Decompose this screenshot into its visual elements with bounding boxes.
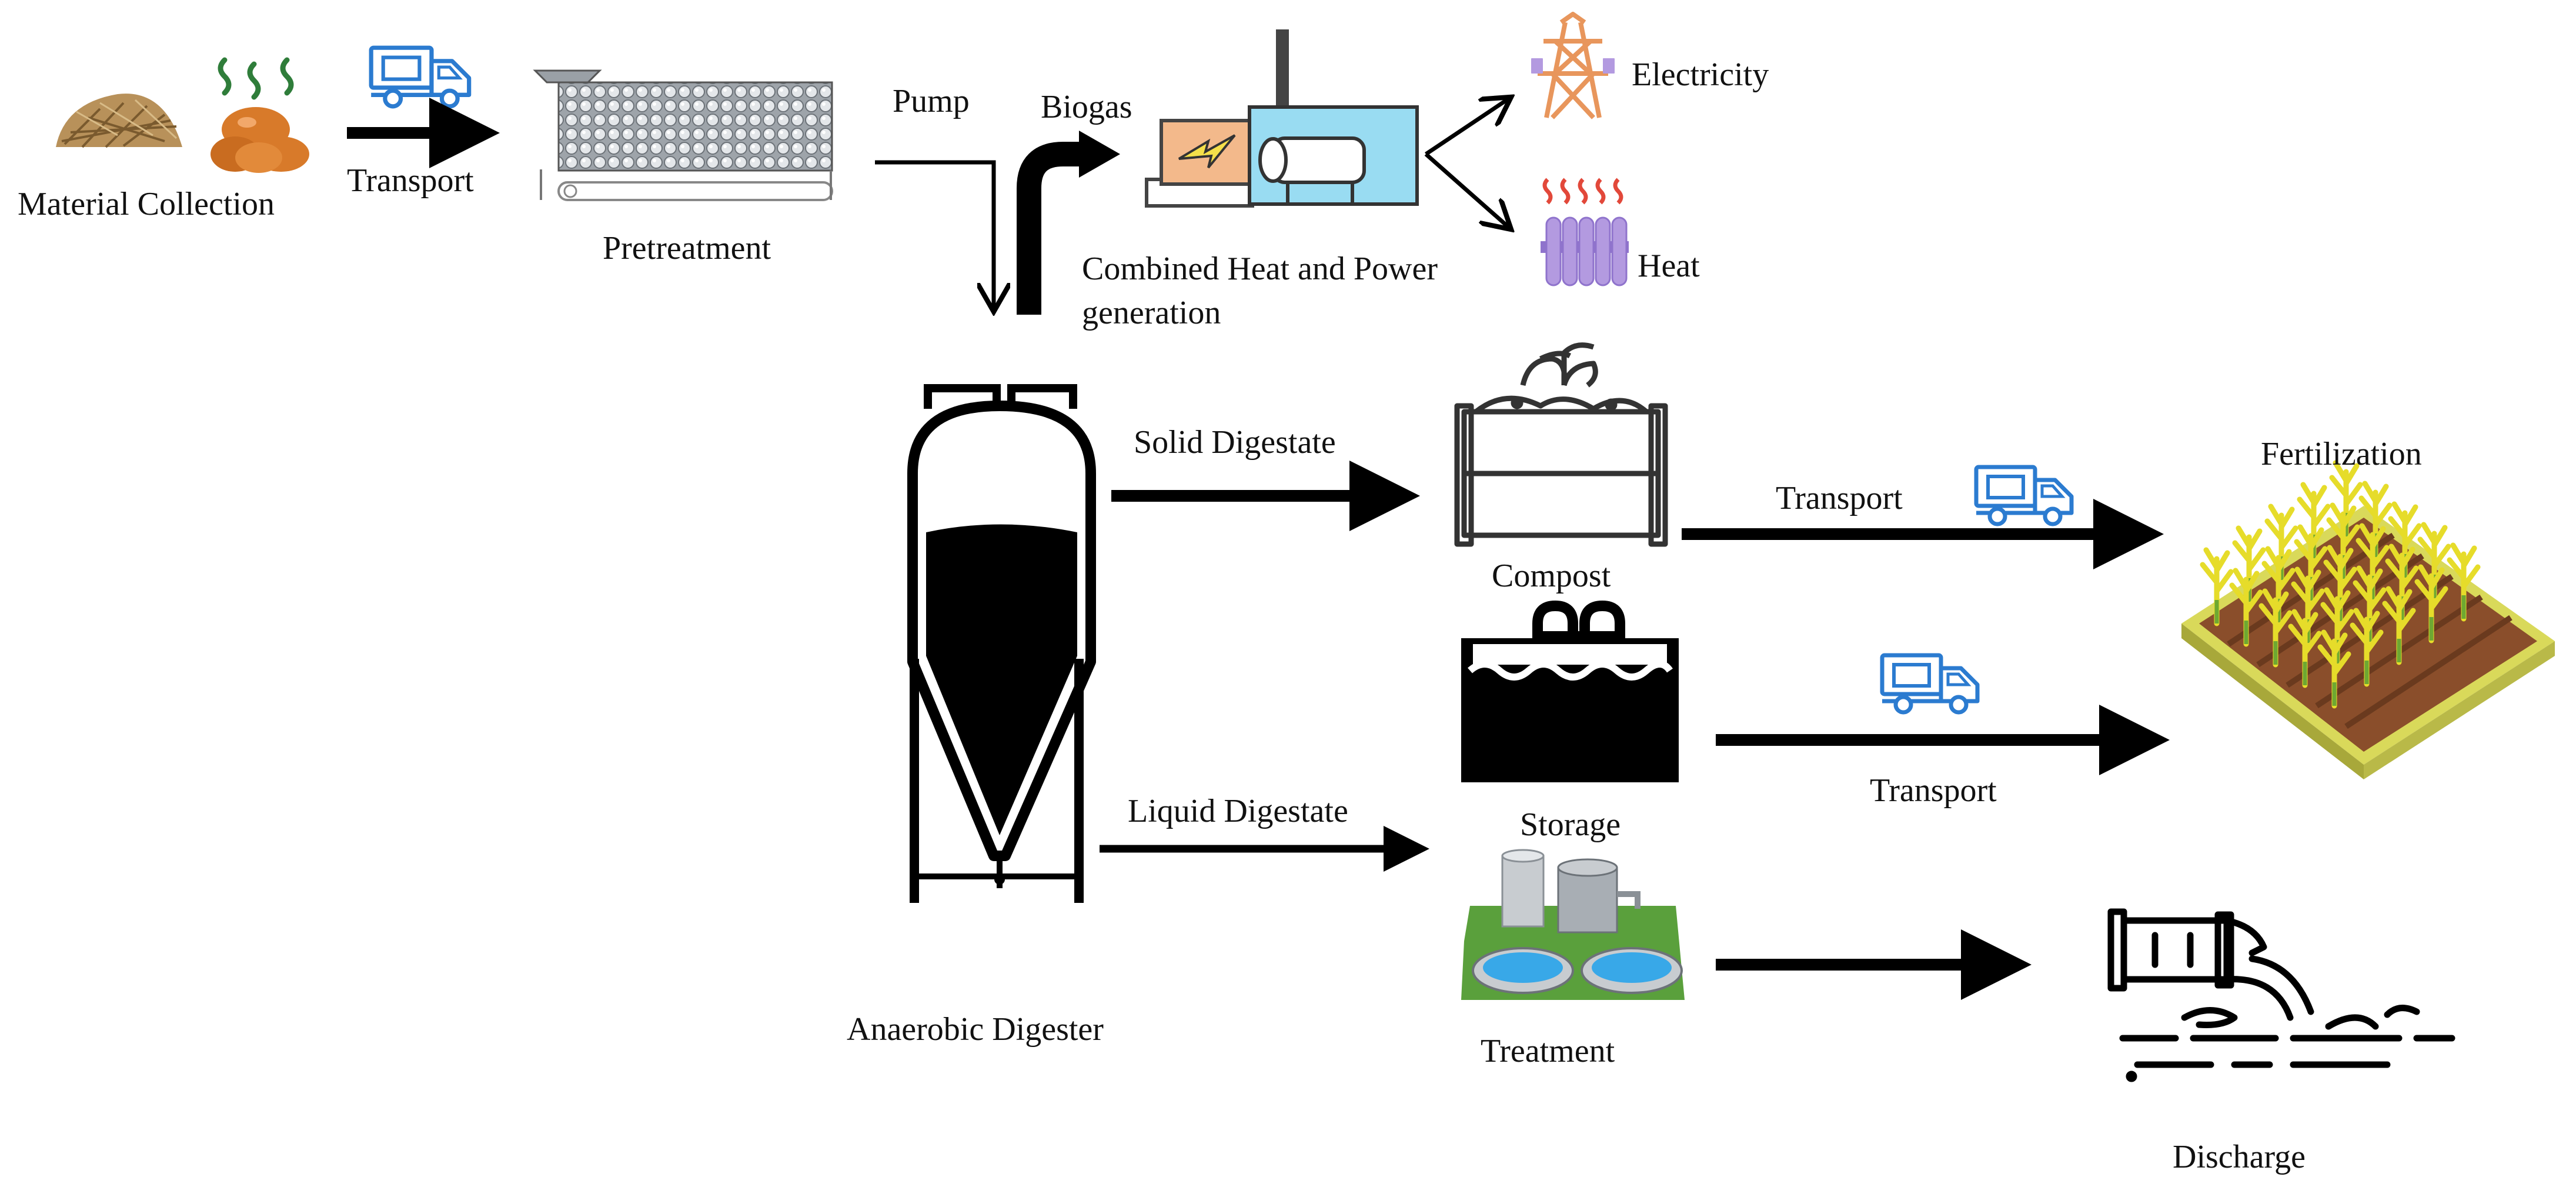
shredder-conveyor-icon [533,69,833,201]
delivery-truck-icon [1882,655,1977,712]
crop-plant [2294,524,2328,603]
crop-plants [2200,460,2481,709]
arrow-biogas-to-chp [1017,131,1120,315]
label-treatment: Treatment [1481,1033,1615,1069]
crop-plant [2447,542,2481,622]
radiator-icon [1541,178,1629,286]
treatment-plant-icon [1461,849,1685,1000]
label-transport-storage: Transport [1870,772,1997,809]
crop-plant [2229,568,2263,647]
compost-bin-icon [1454,342,1668,547]
crop-plant [2326,502,2360,582]
crop-plant [2323,545,2357,624]
crop-plant [2414,564,2448,643]
delivery-truck-icon [371,48,469,106]
crop-field-icon [2181,460,2555,779]
arrow-chp-to-heat [1424,152,1511,229]
label-discharge: Discharge [2173,1139,2306,1175]
crop-plant [2297,482,2331,561]
arrow-chp-to-electricity [1425,97,1511,156]
crop-plant [2264,504,2298,583]
label-solid-digestate: Solid Digestate [1134,424,1336,461]
digester-tank-icon [907,384,1096,903]
arrow-pump-to-digester [875,160,994,312]
power-pylon-icon [1531,12,1615,119]
crop-plant [2288,609,2322,688]
crop-plant [2356,523,2390,602]
crop-plant [2382,586,2416,665]
label-transport-compost: Transport [1776,480,1903,516]
label-compost: Compost [1492,558,1611,594]
crop-plant [2258,588,2293,668]
label-biogas: Biogas [1041,89,1132,125]
label-chp-line1: Combined Heat and Power [1082,251,1438,287]
label-electricity: Electricity [1632,56,1769,93]
discharge-pipe-icon [2107,908,2455,1082]
crop-plant [2329,460,2363,539]
label-heat: Heat [1638,248,1700,284]
crop-plant [2417,522,2451,601]
delivery-truck-icon [1976,467,2072,524]
crop-plant [2291,566,2325,646]
manure-icon [211,57,309,173]
straw-pile-icon [56,94,182,148]
crop-plant [2261,546,2296,625]
label-pretreatment: Pretreatment [603,230,771,266]
label-pump: Pump [893,83,970,119]
crop-plant [2358,481,2393,560]
storage-pool-icon [1461,600,1679,782]
crop-plant [2232,525,2266,605]
label-chp-line2: generation [1082,295,1221,331]
label-anaerobic-digester: Anaerobic Digester [847,1011,1104,1048]
crop-plant [2320,587,2354,666]
chp-engine-icon [1145,29,1419,208]
crop-plant [2350,608,2384,687]
label-transport-collection: Transport [347,162,474,199]
crop-plant [2353,565,2387,645]
crop-plant [2317,629,2351,709]
label-fertilization: Fertilization [2261,436,2422,472]
crop-plant [2388,501,2422,581]
crop-plant [2200,547,2234,626]
crop-plant [2385,544,2419,623]
label-storage: Storage [1520,806,1621,843]
label-liquid-digestate: Liquid Digestate [1128,793,1348,829]
label-material-collection: Material Collection [18,186,275,222]
